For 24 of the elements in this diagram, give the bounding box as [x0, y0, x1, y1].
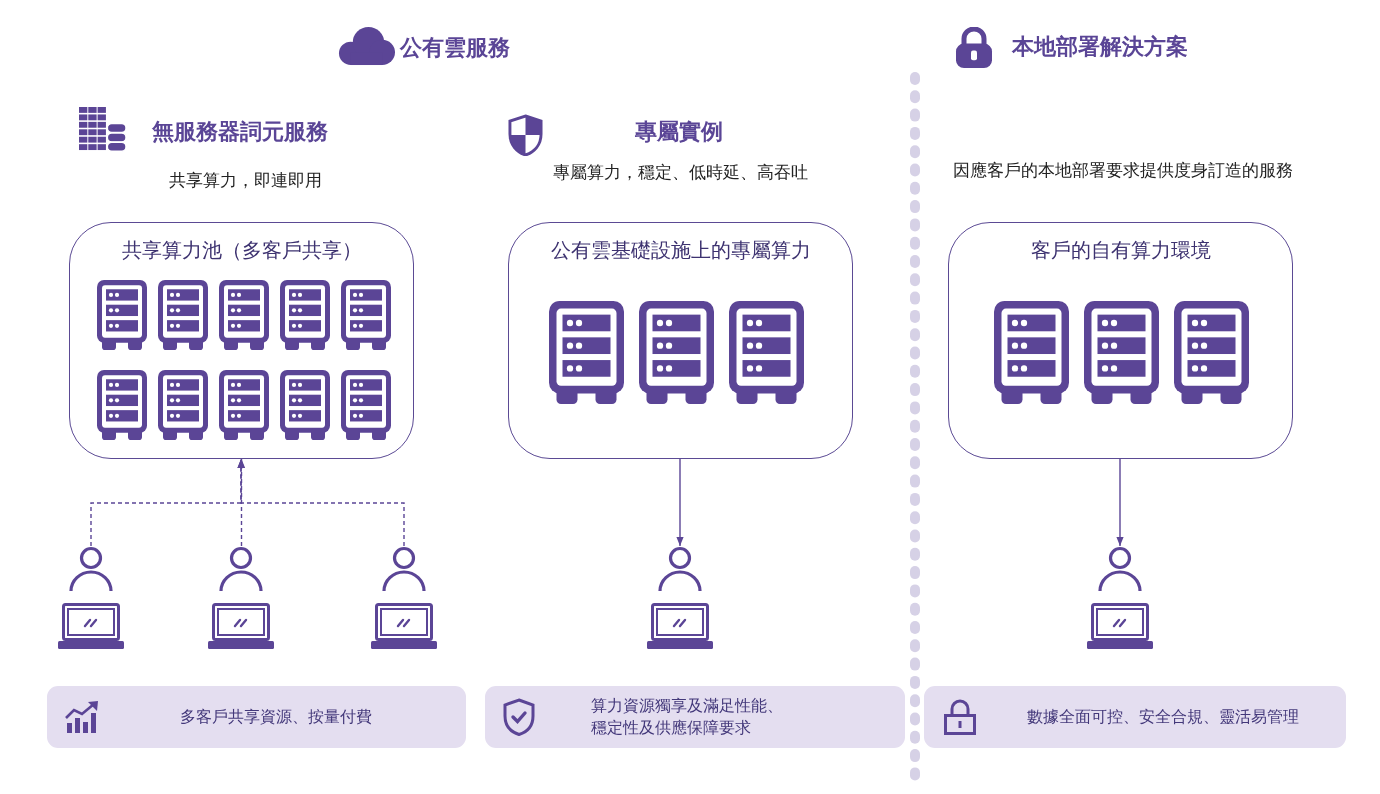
user-laptop-icon [647, 546, 713, 650]
service-heading: 無服務器詞元服務 [152, 119, 328, 146]
service-description: 因應客戶的本地部署要求提供度身訂造的服務 [953, 161, 1293, 182]
summary-bar [924, 686, 1346, 748]
section-heading: 本地部署解決方案 [1012, 34, 1188, 61]
panel-heading: 共享算力池（多客戶共享） [121, 239, 362, 263]
user-laptop-icon [1087, 546, 1153, 650]
service-description: 共享算力，即連即用 [168, 171, 322, 192]
summary-text: 數據全面可控、安全合規、靈活易管理 [1027, 707, 1299, 728]
user-laptop-icon [371, 546, 437, 650]
rounded-panel [69, 222, 414, 459]
section-heading: 公有雲服務 [400, 35, 510, 62]
user-laptop-icon [208, 546, 274, 650]
rounded-panel [508, 222, 853, 459]
summary-bar [485, 686, 905, 748]
rounded-panel [948, 222, 1293, 459]
service-heading: 專屬實例 [635, 119, 723, 146]
panel-heading: 公有雲基礎設施上的專屬算力 [550, 239, 811, 263]
service-description: 專屬算力，穩定、低時延、高吞吐 [552, 163, 808, 184]
user-laptop-icon [58, 546, 124, 650]
summary-text: 算力資源獨享及滿足性能、穩定性及供應保障要求 [591, 696, 784, 738]
summary-bar [47, 686, 466, 748]
summary-text: 多客戶共享資源、按量付費 [180, 707, 372, 728]
panel-heading: 客戶的自有算力環境 [1030, 239, 1211, 263]
